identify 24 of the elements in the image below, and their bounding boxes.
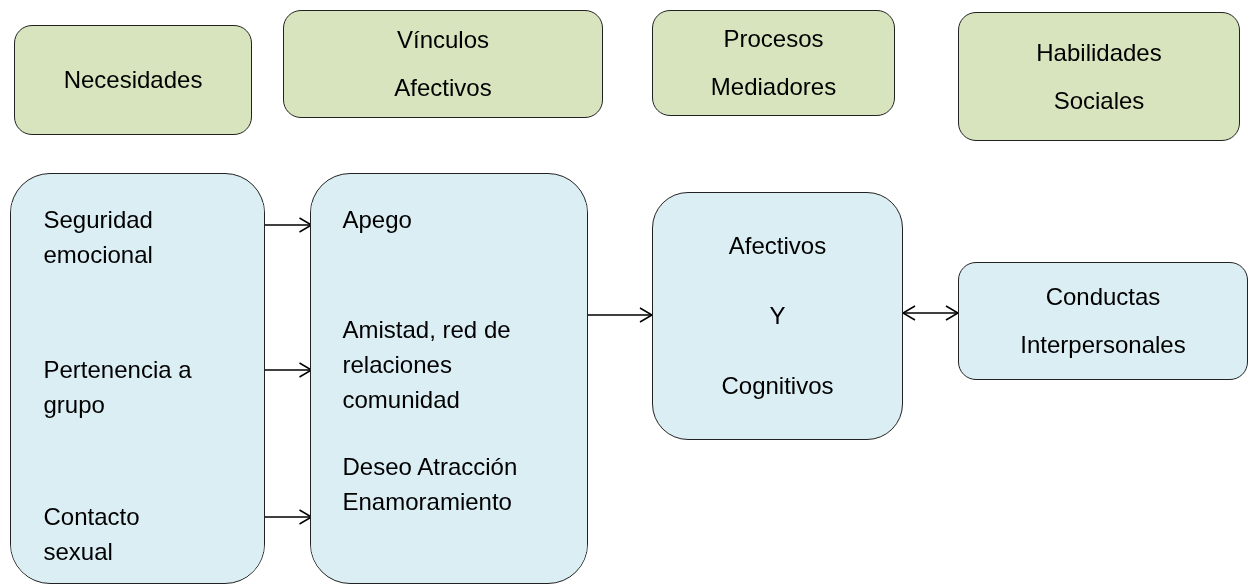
box-label: Cognitivos	[721, 371, 834, 401]
list-item-text: Contacto sexual	[43, 502, 141, 567]
arrow	[902, 305, 959, 321]
list-item-text: Pertenencia a grupo	[43, 355, 193, 420]
box-label: Necesidades	[63, 65, 203, 95]
box-label: Habilidades Sociales	[1035, 37, 1163, 116]
group-box	[10, 173, 265, 584]
box-label: Afectivos	[728, 231, 827, 261]
group-box	[310, 173, 588, 584]
box-label: Procesos Mediadores	[709, 24, 838, 102]
box-label: Vínculos Afectivos	[393, 25, 493, 103]
list-item-text: Seguridad emocional	[43, 205, 154, 270]
header-box	[958, 12, 1240, 141]
list-item-text: Amistad, red de relaciones comunidad	[342, 315, 512, 415]
box-label: Y	[769, 301, 786, 331]
list-item-text: Apego	[342, 205, 413, 235]
process-box	[652, 192, 903, 440]
process-box	[958, 262, 1248, 380]
header-box	[283, 10, 603, 118]
box-label: Conductas Interpersonales	[1019, 282, 1187, 360]
list-item-text: Deseo Atracción Enamoramiento	[342, 452, 519, 517]
header-box	[652, 10, 895, 116]
header-box	[14, 25, 252, 135]
arrow	[587, 307, 653, 323]
